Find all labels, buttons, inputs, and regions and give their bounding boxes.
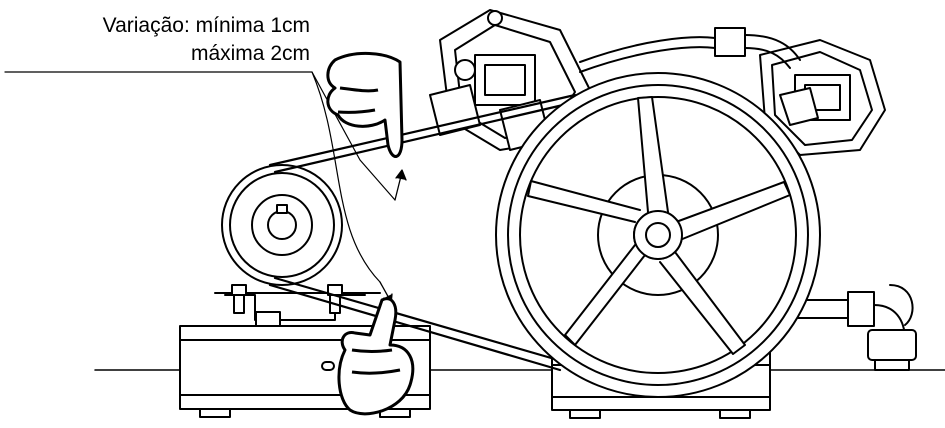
discharge-pipe xyxy=(789,284,917,371)
tension-arrows xyxy=(379,169,407,306)
motor-pulley xyxy=(221,164,343,286)
tension-variation-max: máxima 2cm xyxy=(190,42,310,65)
tension-variation-min: Variação: mínima 1cm xyxy=(102,14,310,37)
hand-pointing-up-icon xyxy=(337,297,415,416)
callout-leader-curve xyxy=(311,71,381,283)
motor-bracket xyxy=(214,284,381,327)
transfer-pipe xyxy=(579,27,801,73)
hand-pointing-down-icon xyxy=(326,51,404,158)
callout-leader-line xyxy=(4,71,396,201)
v-belt xyxy=(268,93,578,372)
right-cylinder-head xyxy=(759,39,886,156)
flywheel xyxy=(495,72,821,398)
